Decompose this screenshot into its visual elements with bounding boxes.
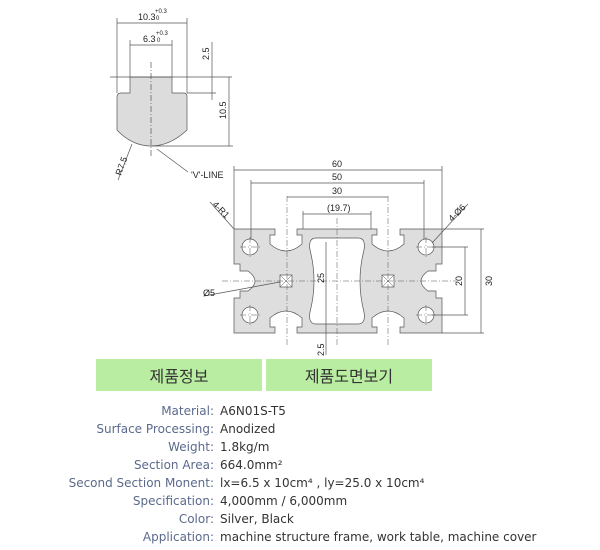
svg-text:+0.3: +0.3 <box>156 31 169 37</box>
spec-value: Anodized <box>220 422 276 436</box>
spec-value: A6N01S-T5 <box>220 404 286 418</box>
dim-19-7: (19.7) <box>327 203 351 213</box>
spec-value: Silver, Black <box>220 512 294 526</box>
spec-label: Material: <box>161 404 214 418</box>
svg-text:0: 0 <box>156 16 160 22</box>
tab-product-info[interactable]: 제품정보 <box>96 359 262 391</box>
spec-label: Weight: <box>168 440 214 454</box>
spec-label: Color: <box>178 512 214 526</box>
dim-6-3: 6.3 <box>143 34 156 44</box>
spec-row-area: Section Area: 664.0mm² <box>0 456 600 474</box>
spec-value: machine structure frame, work table, mac… <box>220 530 537 544</box>
svg-text:0: 0 <box>157 38 161 44</box>
hole-diameter-label: 4-Ø6 <box>446 202 467 223</box>
spec-label: Specification: <box>132 494 214 508</box>
technical-drawing: 10.3 +0.3 0 6.3 +0.3 0 2.5 10.5 R7.5 'V'… <box>110 9 494 356</box>
spec-label: Section Area: <box>133 458 214 472</box>
spec-row-moment: Second Section Monent: lx=6.5 x 10cm⁴ , l… <box>0 474 600 492</box>
dim-30-vertical: 30 <box>484 276 494 286</box>
dim-20: 20 <box>454 276 464 286</box>
profile-section <box>203 166 484 355</box>
dim-10-3: 10.3 <box>138 12 156 22</box>
tslot-shape <box>116 76 188 147</box>
spec-label: Second Section Monent: <box>68 476 214 490</box>
spec-row-application: Application: machine structure frame, wor… <box>0 528 600 546</box>
spec-value: lx=6.5 x 10cm⁴ , ly=25.0 x 10cm⁴ <box>220 476 425 490</box>
dim-30: 30 <box>332 186 342 196</box>
spec-value: 664.0mm² <box>220 458 283 472</box>
tab-product-drawing[interactable]: 제품도면보기 <box>266 359 432 391</box>
spec-label: Application: <box>142 530 214 544</box>
center-hole-label: Ø5 <box>203 288 215 298</box>
spec-value: 1.8kg/m <box>220 440 270 454</box>
corner-radius-label: 4-R1 <box>211 199 232 220</box>
v-line-label: 'V'-LINE <box>191 170 223 180</box>
dim-25: 25 <box>316 273 326 283</box>
spec-row-weight: Weight: 1.8kg/m <box>0 438 600 456</box>
spec-label: Surface Processing: <box>96 422 214 436</box>
dim-depth: 10.5 <box>218 101 228 119</box>
spec-list: Material: A6N01S-T5 Surface Processing: An… <box>0 402 600 546</box>
dim-60: 60 <box>332 159 342 169</box>
dim-50: 50 <box>332 172 342 182</box>
dim-2-5: 2.5 <box>316 343 326 356</box>
dim-neck: 2.5 <box>201 47 211 60</box>
spec-row-material: Material: A6N01S-T5 <box>0 402 600 420</box>
spec-row-color: Color: Silver, Black <box>0 510 600 528</box>
tslot-detail <box>110 18 233 181</box>
spec-value: 4,000mm / 6,000mm <box>220 494 348 508</box>
svg-text:+0.3: +0.3 <box>155 9 168 15</box>
spec-row-surface: Surface Processing: Anodized <box>0 420 600 438</box>
dim-radius: R7.5 <box>113 155 129 176</box>
spec-row-specification: Specification: 4,000mm / 6,000mm <box>0 492 600 510</box>
